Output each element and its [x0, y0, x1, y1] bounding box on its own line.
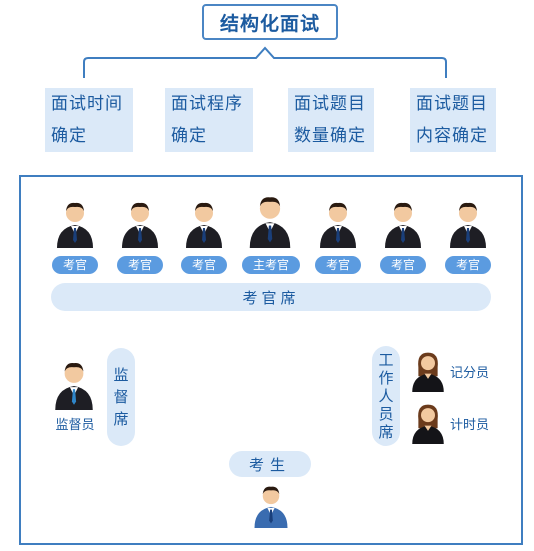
timer-label: 计时员: [450, 418, 490, 433]
chief-examiner-figure: [245, 194, 295, 248]
examiner-figure: [120, 200, 160, 248]
criterion-question-content: 面试题目内容确定: [410, 88, 496, 152]
supervisor-seat: 监 督 席: [107, 348, 135, 446]
chief-examiner-pill: 主考官: [242, 256, 300, 274]
timer-figure: [410, 402, 446, 444]
supervisor-figure: [53, 360, 95, 410]
examiner-pill: 考官: [52, 256, 98, 274]
examiner-pill: 考官: [315, 256, 361, 274]
examiner-figure: [383, 200, 423, 248]
criterion-question-count: 面试题目数量确定: [288, 88, 374, 152]
examiner-figure: [318, 200, 358, 248]
examiner-figure: [184, 200, 224, 248]
examiner-pill: 考官: [181, 256, 227, 274]
recorder-figure: [410, 350, 446, 392]
supervisor-label: 监督员: [55, 418, 95, 433]
candidate-seat: 考生: [229, 451, 311, 477]
examiner-pill: 考官: [117, 256, 163, 274]
criterion-procedure: 面试程序确定: [165, 88, 253, 152]
diagram-title: 结构化面试: [202, 4, 338, 40]
staff-seat: 工 作 人 员 席: [372, 346, 400, 446]
candidate-figure: [252, 484, 290, 528]
criterion-time: 面试时间确定: [45, 88, 133, 152]
examiner-figure: [448, 200, 488, 248]
examiner-pill: 考官: [445, 256, 491, 274]
examiner-figure: [55, 200, 95, 248]
examiner-pill: 考官: [380, 256, 426, 274]
recorder-label: 记分员: [450, 366, 490, 381]
bracket-connector: [82, 36, 448, 80]
examiner-seat: 考官席: [51, 283, 491, 311]
